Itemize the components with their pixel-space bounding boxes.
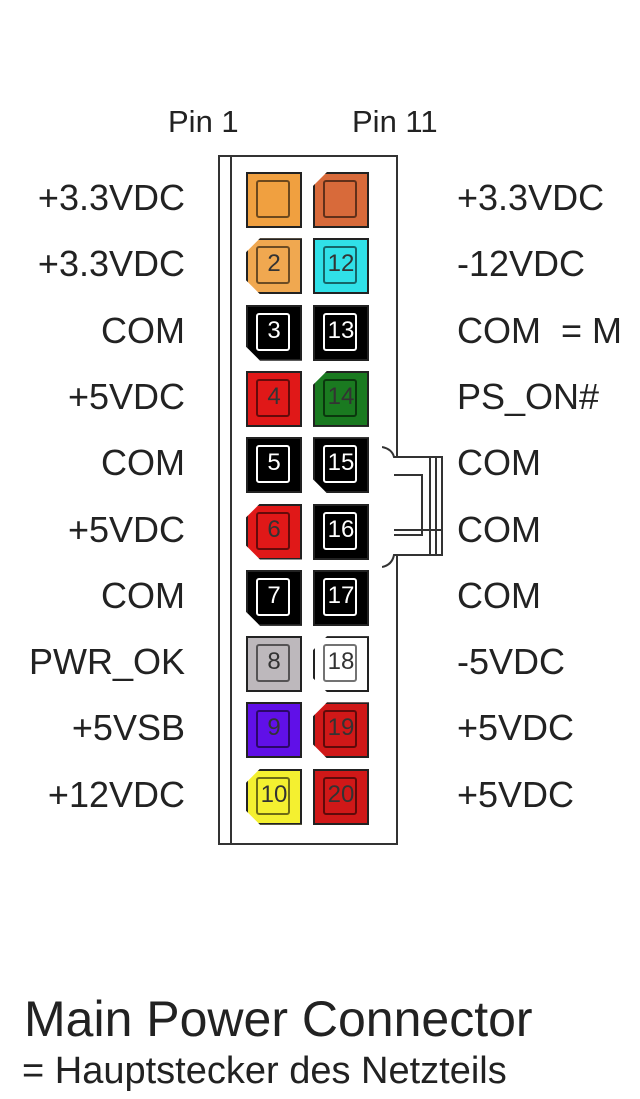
pin-socket-icon — [323, 776, 357, 815]
pin-socket-icon — [256, 644, 290, 683]
pin-socket-icon — [256, 312, 290, 351]
pin-11 — [313, 172, 369, 228]
pin-19: 19 — [313, 702, 369, 758]
pin-socket-icon — [256, 710, 290, 749]
pin-socket-icon — [256, 511, 290, 550]
left-pin-label: COM — [101, 574, 185, 616]
pin-socket-icon — [323, 378, 357, 417]
right-pin-label: +3.3VDC — [457, 177, 605, 218]
pin-2: 2 — [246, 238, 302, 294]
connector-housing — [218, 155, 398, 845]
pin-number: 19 — [327, 714, 355, 742]
pin-number: 6 — [267, 515, 281, 543]
pin-socket-icon — [256, 378, 290, 417]
pin-socket-icon — [256, 246, 290, 285]
pin-15: 15 — [313, 437, 369, 493]
pin-socket-icon — [323, 644, 357, 683]
left-pin-label: PWR_OK — [28, 641, 185, 683]
pin-6: 6 — [246, 504, 302, 560]
pin-4: 4 — [246, 370, 302, 427]
pin-socket-icon — [256, 577, 290, 616]
right-pin-label: +5VDC — [457, 707, 575, 749]
diagram-title: Main Power Connector — [24, 991, 533, 1047]
pin-socket-icon — [323, 445, 357, 484]
right-pin-label: COM = M — [457, 309, 623, 351]
pin-number: 9 — [267, 714, 281, 742]
left-pin-label: +3.3VDC — [37, 243, 185, 285]
pin-17: 17 — [313, 569, 369, 626]
left-pin-label: +5VDC — [67, 508, 185, 550]
connector-latch — [382, 446, 443, 568]
pin-face — [313, 569, 369, 626]
pin-14: 14 — [313, 370, 369, 427]
pin-5: 5 — [246, 437, 302, 494]
pin-8: 8 — [246, 636, 302, 693]
pin-11-header: Pin 11 — [352, 104, 438, 139]
diagram-subtitle: = Hauptstecker des Netzteils — [22, 1050, 507, 1092]
pin-socket-icon — [323, 577, 357, 616]
pin-number: 5 — [267, 449, 281, 477]
pin-number: 13 — [327, 316, 355, 344]
pin-number: 10 — [260, 780, 288, 808]
pin-1-header: Pin 1 — [168, 104, 239, 139]
right-pin-label: COM — [457, 442, 541, 484]
pin-socket-icon — [323, 312, 357, 351]
pin-number: 4 — [267, 382, 281, 410]
pin-face — [246, 437, 302, 494]
pin-18: 18 — [313, 636, 369, 692]
pin-socket-icon — [323, 180, 357, 218]
pin-number: 20 — [327, 780, 355, 808]
pin-socket-icon — [323, 246, 357, 285]
pin-number: 15 — [327, 449, 355, 477]
pin-1 — [246, 172, 302, 228]
left-pin-label: COM — [101, 442, 185, 484]
left-pin-label: +5VSB — [71, 707, 185, 749]
pin-number: 16 — [327, 515, 355, 543]
pin-number: 14 — [327, 382, 355, 410]
pin-13: 13 — [313, 304, 369, 361]
pin-16: 16 — [313, 503, 369, 560]
pin-number: 8 — [267, 648, 281, 676]
pin-number: 17 — [327, 581, 355, 609]
right-pin-label: PS_ON# — [457, 375, 600, 417]
pin-9: 9 — [246, 702, 302, 759]
right-pin-label: -12VDC — [457, 243, 586, 285]
pin-socket-icon — [256, 445, 290, 484]
pin-number: 12 — [327, 250, 355, 278]
pin-socket-icon — [323, 511, 357, 550]
left-pin-label: COM — [101, 309, 185, 351]
pin-face — [246, 305, 302, 361]
pin-3: 3 — [246, 305, 302, 361]
pin-20: 20 — [313, 768, 369, 825]
pin-number: 7 — [267, 581, 281, 609]
right-pin-label: -5VDC — [457, 641, 566, 683]
pin-socket-icon — [256, 180, 290, 218]
pin-number: 18 — [327, 648, 355, 676]
right-pin-label: COM — [457, 508, 541, 550]
left-pin-label: +5VDC — [67, 375, 185, 417]
pin-number: 2 — [267, 250, 281, 278]
right-pin-label: COM — [457, 574, 541, 616]
right-pin-label: +5VDC — [457, 773, 575, 815]
left-pin-label: +3.3VDC — [37, 177, 185, 218]
pin-7: 7 — [246, 570, 302, 626]
pin-12: 12 — [313, 238, 369, 295]
left-pin-label: +12VDC — [47, 773, 185, 815]
pin-socket-icon — [256, 776, 290, 815]
pin-socket-icon — [323, 710, 357, 749]
pin-number: 3 — [267, 316, 281, 344]
pin-10: 10 — [246, 769, 302, 825]
